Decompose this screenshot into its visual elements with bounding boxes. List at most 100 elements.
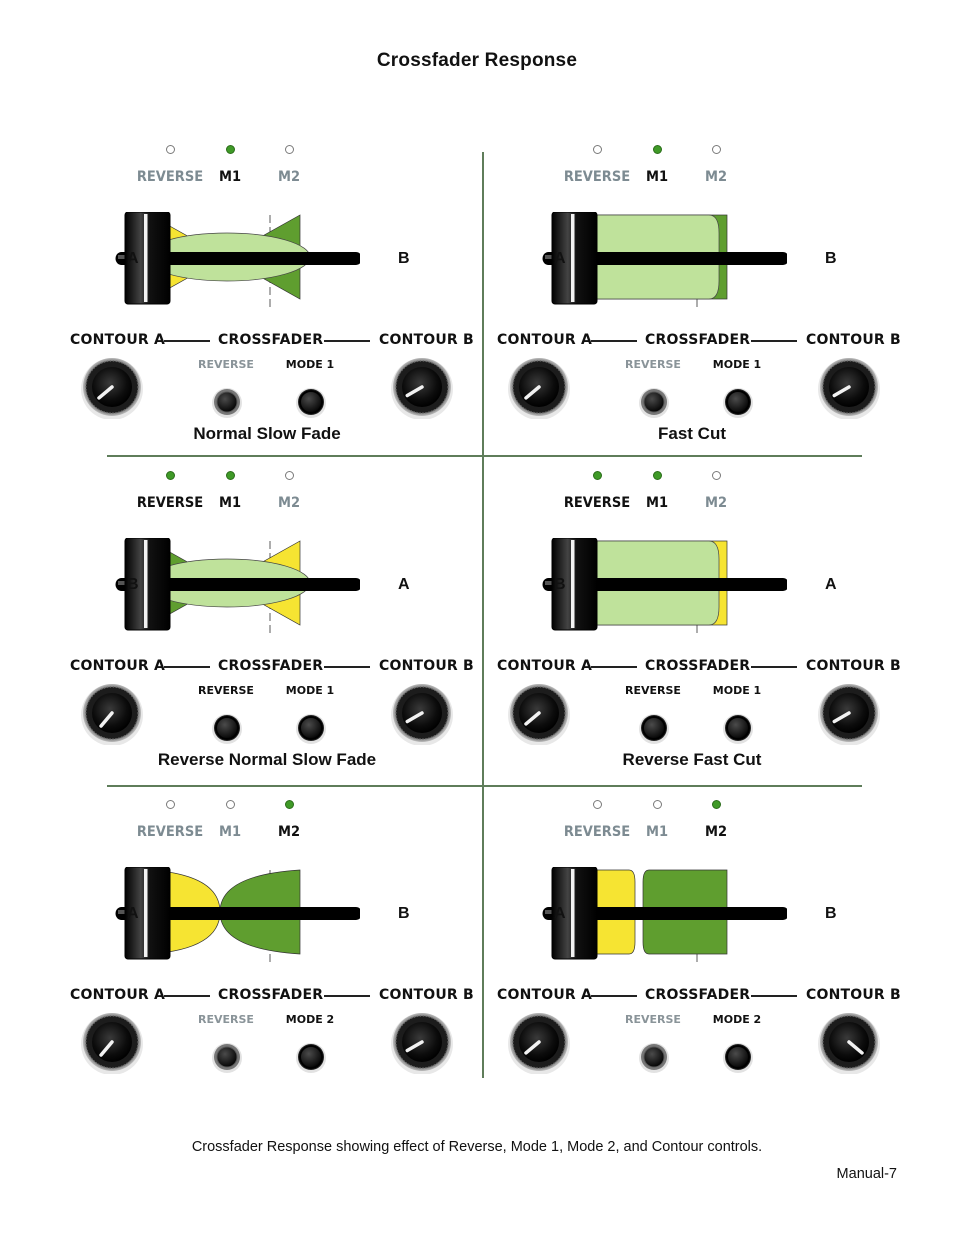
fader-cap xyxy=(551,867,598,960)
led-label-m2: M2 xyxy=(277,495,301,511)
page-title: Crossfader Response xyxy=(376,50,578,71)
contour-b-label: CONTOUR B xyxy=(379,658,474,674)
reverse-button[interactable] xyxy=(637,711,671,750)
contour-b-knob[interactable] xyxy=(390,1010,454,1079)
led-label-m2: M2 xyxy=(704,495,728,511)
contour-b-label: CONTOUR B xyxy=(806,987,901,1003)
contour-b-knob[interactable] xyxy=(817,355,881,424)
panel-title: Normal Slow Fade xyxy=(193,424,341,443)
crossfader-graphic xyxy=(115,538,360,633)
led-label-m1: M1 xyxy=(645,169,669,185)
mode-button-label: MODE 1 xyxy=(285,358,335,371)
led-reverse xyxy=(592,800,602,809)
led-label-m1: M1 xyxy=(218,495,242,511)
left-end-label: A xyxy=(554,905,566,922)
led-m1 xyxy=(225,145,235,154)
led-label-m1: M1 xyxy=(645,824,669,840)
led-m2 xyxy=(711,800,721,809)
figure-caption: Crossfader Response showing effect of Re… xyxy=(191,1139,763,1155)
mode-button-label: MODE 1 xyxy=(712,684,762,697)
reverse-button[interactable] xyxy=(210,385,244,424)
left-end-label: A xyxy=(554,250,566,267)
right-end-label: A xyxy=(825,576,837,593)
mode-button[interactable] xyxy=(721,711,755,750)
fader-cap xyxy=(124,212,171,305)
contour-a-knob[interactable] xyxy=(80,681,144,750)
led-reverse xyxy=(165,800,175,809)
contour-a-label: CONTOUR A xyxy=(70,658,166,674)
right-end-label: B xyxy=(825,905,837,922)
led-m2 xyxy=(284,800,294,809)
left-end-label: A xyxy=(127,905,139,922)
label-connector xyxy=(164,340,210,342)
led-label-reverse: REVERSE xyxy=(563,169,631,185)
label-connector xyxy=(324,995,370,997)
led-m1 xyxy=(652,471,662,480)
crossfader-label: CROSSFADER xyxy=(645,987,751,1003)
mode-button[interactable] xyxy=(721,1040,755,1079)
led-m1 xyxy=(652,800,662,809)
label-connector xyxy=(164,995,210,997)
led-label-m2: M2 xyxy=(704,824,728,840)
mode-button[interactable] xyxy=(294,385,328,424)
contour-b-label: CONTOUR B xyxy=(379,332,474,348)
crossfader-label: CROSSFADER xyxy=(218,332,324,348)
led-label-m2: M2 xyxy=(704,169,728,185)
page-number: Manual-7 xyxy=(836,1166,897,1182)
crossfader-label: CROSSFADER xyxy=(218,987,324,1003)
contour-a-knob[interactable] xyxy=(507,1010,571,1079)
right-end-label: A xyxy=(398,576,410,593)
right-end-label: B xyxy=(825,250,837,267)
horizontal-divider-top xyxy=(107,455,862,457)
contour-b-knob[interactable] xyxy=(817,681,881,750)
label-connector xyxy=(324,666,370,668)
crossfader-graphic xyxy=(542,867,787,962)
crossfader-label: CROSSFADER xyxy=(645,658,751,674)
label-connector xyxy=(751,340,797,342)
led-reverse xyxy=(592,145,602,154)
led-label-m2: M2 xyxy=(277,169,301,185)
mode-button[interactable] xyxy=(721,385,755,424)
contour-a-knob[interactable] xyxy=(507,681,571,750)
contour-a-knob[interactable] xyxy=(80,355,144,424)
led-m2 xyxy=(284,145,294,154)
contour-a-knob[interactable] xyxy=(80,1010,144,1079)
led-reverse xyxy=(165,145,175,154)
reverse-button-label: REVERSE xyxy=(198,358,254,371)
contour-b-knob[interactable] xyxy=(390,681,454,750)
mode-button[interactable] xyxy=(294,1040,328,1079)
crossfader-graphic xyxy=(542,212,787,307)
label-connector xyxy=(591,666,637,668)
reverse-button[interactable] xyxy=(210,711,244,750)
left-end-label: A xyxy=(127,250,139,267)
contour-b-knob[interactable] xyxy=(817,1010,881,1079)
contour-b-label: CONTOUR B xyxy=(806,332,901,348)
led-m1 xyxy=(225,471,235,480)
panel-title: Fast Cut xyxy=(658,424,726,443)
contour-a-knob[interactable] xyxy=(507,355,571,424)
mode-button-label: MODE 2 xyxy=(285,1013,335,1026)
mode-button[interactable] xyxy=(294,711,328,750)
reverse-button[interactable] xyxy=(637,385,671,424)
fader-cap xyxy=(124,867,171,960)
crossfader-graphic xyxy=(115,212,360,307)
reverse-button[interactable] xyxy=(210,1040,244,1079)
led-label-m1: M1 xyxy=(218,169,242,185)
right-end-label: B xyxy=(398,250,410,267)
label-connector xyxy=(164,666,210,668)
reverse-button[interactable] xyxy=(637,1040,671,1079)
reverse-button-label: REVERSE xyxy=(198,1013,254,1026)
contour-b-knob[interactable] xyxy=(390,355,454,424)
mode-button-label: MODE 2 xyxy=(712,1013,762,1026)
led-m1 xyxy=(225,800,235,809)
label-connector xyxy=(751,666,797,668)
crossfader-graphic xyxy=(115,867,360,962)
crossfader-graphic xyxy=(542,538,787,633)
led-m1 xyxy=(652,145,662,154)
led-label-m1: M1 xyxy=(218,824,242,840)
led-reverse xyxy=(592,471,602,480)
mode-button-label: MODE 1 xyxy=(712,358,762,371)
